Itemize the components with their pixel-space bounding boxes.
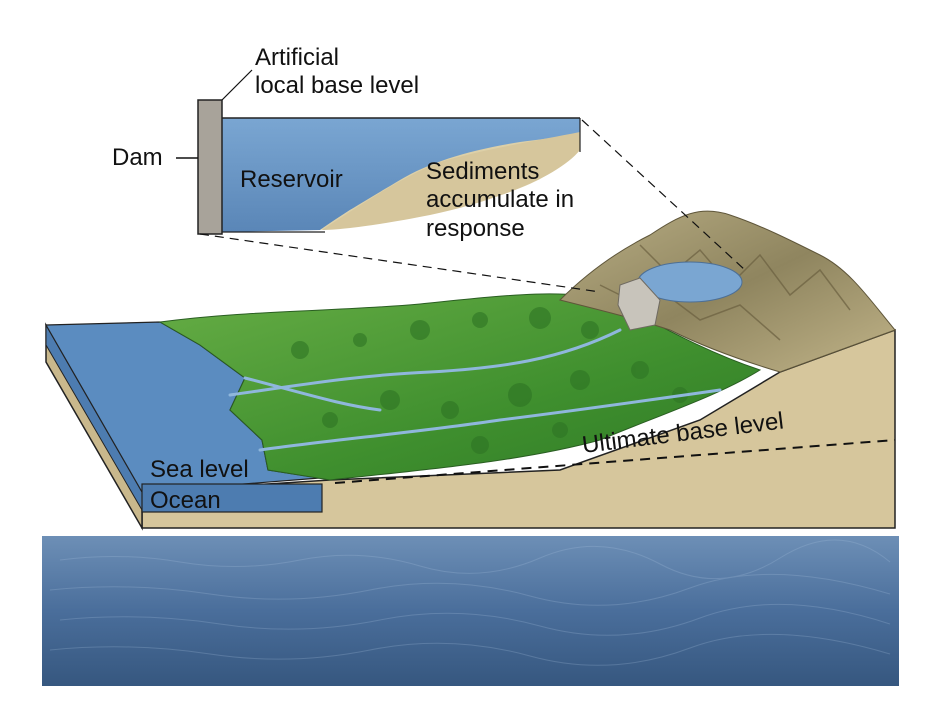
floodplain <box>158 293 762 481</box>
inset-sediment-body <box>322 132 580 230</box>
landscape-dam <box>617 277 661 331</box>
artificial-label-line1: Artificial <box>255 44 340 71</box>
bottom-band <box>42 536 899 686</box>
ocean-front-face <box>141 483 323 513</box>
projection-line-top <box>581 119 746 271</box>
inset-water <box>222 118 580 232</box>
reservoir-label: Reservoir <box>240 166 343 193</box>
inset-dam-wall <box>197 99 223 235</box>
inset-cross-section <box>197 99 581 235</box>
sediments-label-line3: response <box>426 214 525 242</box>
sea-level-label: Sea level <box>150 456 249 483</box>
artificial-leader-line <box>221 69 253 101</box>
dam-label: Dam <box>112 144 163 171</box>
sediments-label: Sediments accumulate in response <box>426 158 574 243</box>
sediments-label-line1: Sediments <box>426 158 540 185</box>
rivers <box>228 328 722 452</box>
sediments-label-line2: accumulate in <box>426 186 575 214</box>
projection-line-bottom <box>199 233 601 293</box>
band-texture <box>49 539 891 666</box>
artificial-base-level-label: Artificial local base level <box>255 44 419 101</box>
ultimate-base-level-line <box>334 439 896 484</box>
ocean-label: Ocean <box>150 487 221 514</box>
vegetation <box>291 307 688 454</box>
artificial-label-line2: local base level <box>255 72 420 100</box>
